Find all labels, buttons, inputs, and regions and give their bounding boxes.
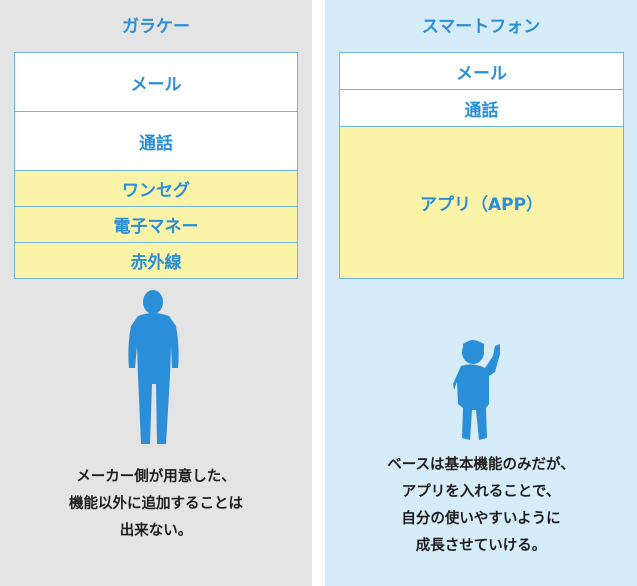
smartphone-caption: ベースは基本機能のみだが、 アプリを入れることで、 自分の使いやすいように 成長… (325, 452, 637, 560)
feature-cell-infrared: 赤外線 (14, 242, 298, 279)
caption-line: 出来ない。 (119, 523, 193, 539)
smartphone-title: スマートフォン (421, 17, 541, 37)
caption-line: 成長させていける。 (415, 538, 547, 554)
caption-line: 機能以外に追加することは (69, 496, 243, 512)
feature-cell-mail: メール (14, 52, 298, 112)
smartphone-cell-mail: メール (339, 52, 624, 90)
caption-line: ベースは基本機能のみだが、 (387, 457, 575, 473)
smartphone-panel: スマートフォン メール 通話 アプリ（APP） ベースは基本機能のみだが、 アプ… (325, 0, 637, 586)
child-silhouette-icon (453, 340, 500, 440)
feature-phone-title: ガラケー (122, 17, 190, 37)
caption-line: アプリを入れることで、 (401, 484, 561, 500)
caption-line: メーカー側が用意した、 (76, 469, 236, 485)
feature-cell-emoney: 電子マネー (14, 206, 298, 243)
smartphone-cell-apps: アプリ（APP） (339, 126, 624, 279)
feature-phone-panel: ガラケー メール 通話 ワンセグ 電子マネー 赤外線 メーカー側が用意した、 機… (0, 0, 312, 586)
adult-silhouette-icon (128, 290, 179, 444)
feature-phone-caption: メーカー側が用意した、 機能以外に追加することは 出来ない。 (0, 464, 312, 545)
caption-line: 自分の使いやすいように (401, 511, 561, 527)
smartphone-cell-call: 通話 (339, 89, 624, 127)
feature-cell-call: 通話 (14, 111, 298, 171)
feature-cell-oneseg: ワンセグ (14, 170, 298, 207)
